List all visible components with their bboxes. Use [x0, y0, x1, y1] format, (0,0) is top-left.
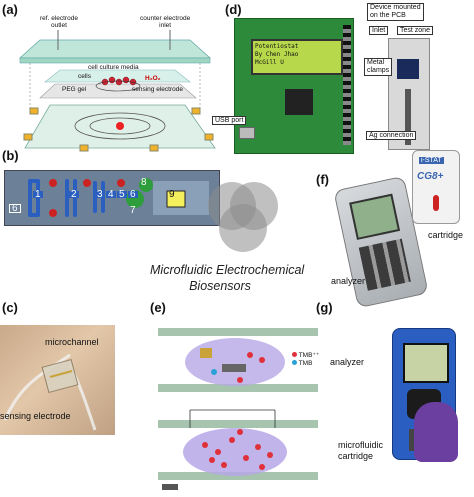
- analyzer-g-screen: [403, 343, 449, 383]
- tmb-particle: [237, 377, 243, 383]
- sensing-electrode-c-label: sensing electrode: [0, 411, 71, 421]
- panel-b-chip-photo: [4, 170, 220, 226]
- microfluidic-device: [3, 353, 97, 431]
- tmb-particle: [237, 429, 243, 435]
- panel-b-label: (b): [2, 148, 19, 163]
- lcd-display: Potentiostat By Chen Jhao McGill U: [251, 39, 343, 75]
- test-zone-window: [397, 59, 419, 79]
- tmb-particle: [209, 457, 215, 463]
- cells-label: cells: [78, 73, 92, 80]
- analyzer-g-label: analyzer: [330, 357, 365, 367]
- tmb-particle: [259, 357, 265, 363]
- center-title: Microfluidic Electrochemical Biosensors: [150, 263, 305, 293]
- tmb-particle: [221, 462, 227, 468]
- chip-legend-number: 6: [9, 204, 21, 214]
- tmb-particle: [211, 369, 217, 375]
- panel-f-label: (f): [316, 172, 329, 187]
- pcb-board: Potentiostat By Chen Jhao McGill U: [234, 18, 354, 154]
- tmb-particle: [215, 449, 221, 455]
- panel-d-label: (d): [225, 2, 242, 17]
- cg8-label: CG8+: [417, 171, 444, 182]
- tmb-particle: [247, 352, 253, 358]
- cartridge-f-label: cartridge: [428, 230, 464, 240]
- cartridge-f: i-STAT CG8+: [412, 150, 460, 224]
- lcd-line-3: McGill U: [255, 59, 284, 66]
- tmb-particle: [229, 437, 235, 443]
- tmb-ox-swatch: [292, 352, 297, 357]
- chip-channels: [5, 171, 219, 225]
- chip-number-1: 1: [33, 189, 43, 200]
- microchannel-label: microchannel: [45, 337, 99, 347]
- ag-connection-label: Ag connection: [366, 131, 417, 140]
- h2o2-label: H₂O₂: [145, 75, 161, 82]
- analyzer-f-screen: [349, 193, 401, 240]
- tmb-particle: [202, 442, 208, 448]
- tmb-legend: TMB: [292, 360, 312, 367]
- panel-a-label: (a): [2, 2, 18, 17]
- lcd-line-1: Potentiostat: [255, 43, 299, 50]
- analyzer-f-label: analyzer: [331, 276, 366, 286]
- ag-strip: [405, 89, 411, 145]
- chip-number-9: 9: [169, 189, 175, 200]
- panel-c-photo: [0, 325, 115, 435]
- microfluidic-cartridge-label: microfluidic cartridge: [338, 440, 384, 461]
- tmb-particle: [259, 464, 265, 470]
- chip-number-8: 8: [141, 177, 147, 188]
- tmb-text: TMB: [298, 360, 313, 367]
- tmb-particle: [243, 455, 249, 461]
- counter-electrode-inlet-label: counter electrode inlet: [140, 15, 191, 29]
- lcd-line-2: By Chen Jhao: [255, 51, 299, 58]
- pin-header: [343, 25, 351, 145]
- usb-port-label: USB port: [212, 116, 247, 125]
- panel-g-label: (g): [316, 300, 333, 315]
- chip-number-5: 5: [117, 189, 127, 200]
- tmb-particle: [255, 444, 261, 450]
- usb-connector: [239, 127, 255, 139]
- cell-culture-media-label: cell culture media: [88, 64, 139, 71]
- chip-number-3: 3: [95, 189, 105, 200]
- chip-ic: [285, 89, 313, 115]
- hand-g: [414, 402, 458, 462]
- panel-e-label: (e): [150, 300, 166, 315]
- chip-number-2: 2: [69, 189, 79, 200]
- tmb-ox-legend: TMB⁺⁺: [292, 352, 319, 359]
- tmb-particle: [267, 452, 273, 458]
- sensing-electrode-label: sensing electrode: [132, 86, 183, 93]
- cartridge-red-dot: [433, 195, 439, 211]
- peg-gel-label: PEG gel: [62, 86, 87, 93]
- inlet-label: Inlet: [369, 26, 389, 35]
- device-mounted-label: Device mounted on the PCB: [367, 3, 424, 21]
- analyzer-f-keypad: [358, 238, 411, 291]
- istat-label: i-STAT: [419, 157, 444, 164]
- ref-electrode-outlet-label: ref. electrode outlet: [40, 15, 78, 29]
- chip-number-4: 4: [106, 189, 116, 200]
- tmb-swatch: [292, 360, 297, 365]
- chip-number-6: 6: [128, 189, 138, 200]
- chip-number-7: 7: [130, 205, 136, 216]
- test-zone-label: Test zone: [397, 26, 433, 35]
- tmb-ox-text: TMB⁺⁺: [298, 352, 320, 359]
- metal-clamps-label: Metal clamps: [364, 58, 393, 76]
- panel-c-label: (c): [2, 300, 18, 315]
